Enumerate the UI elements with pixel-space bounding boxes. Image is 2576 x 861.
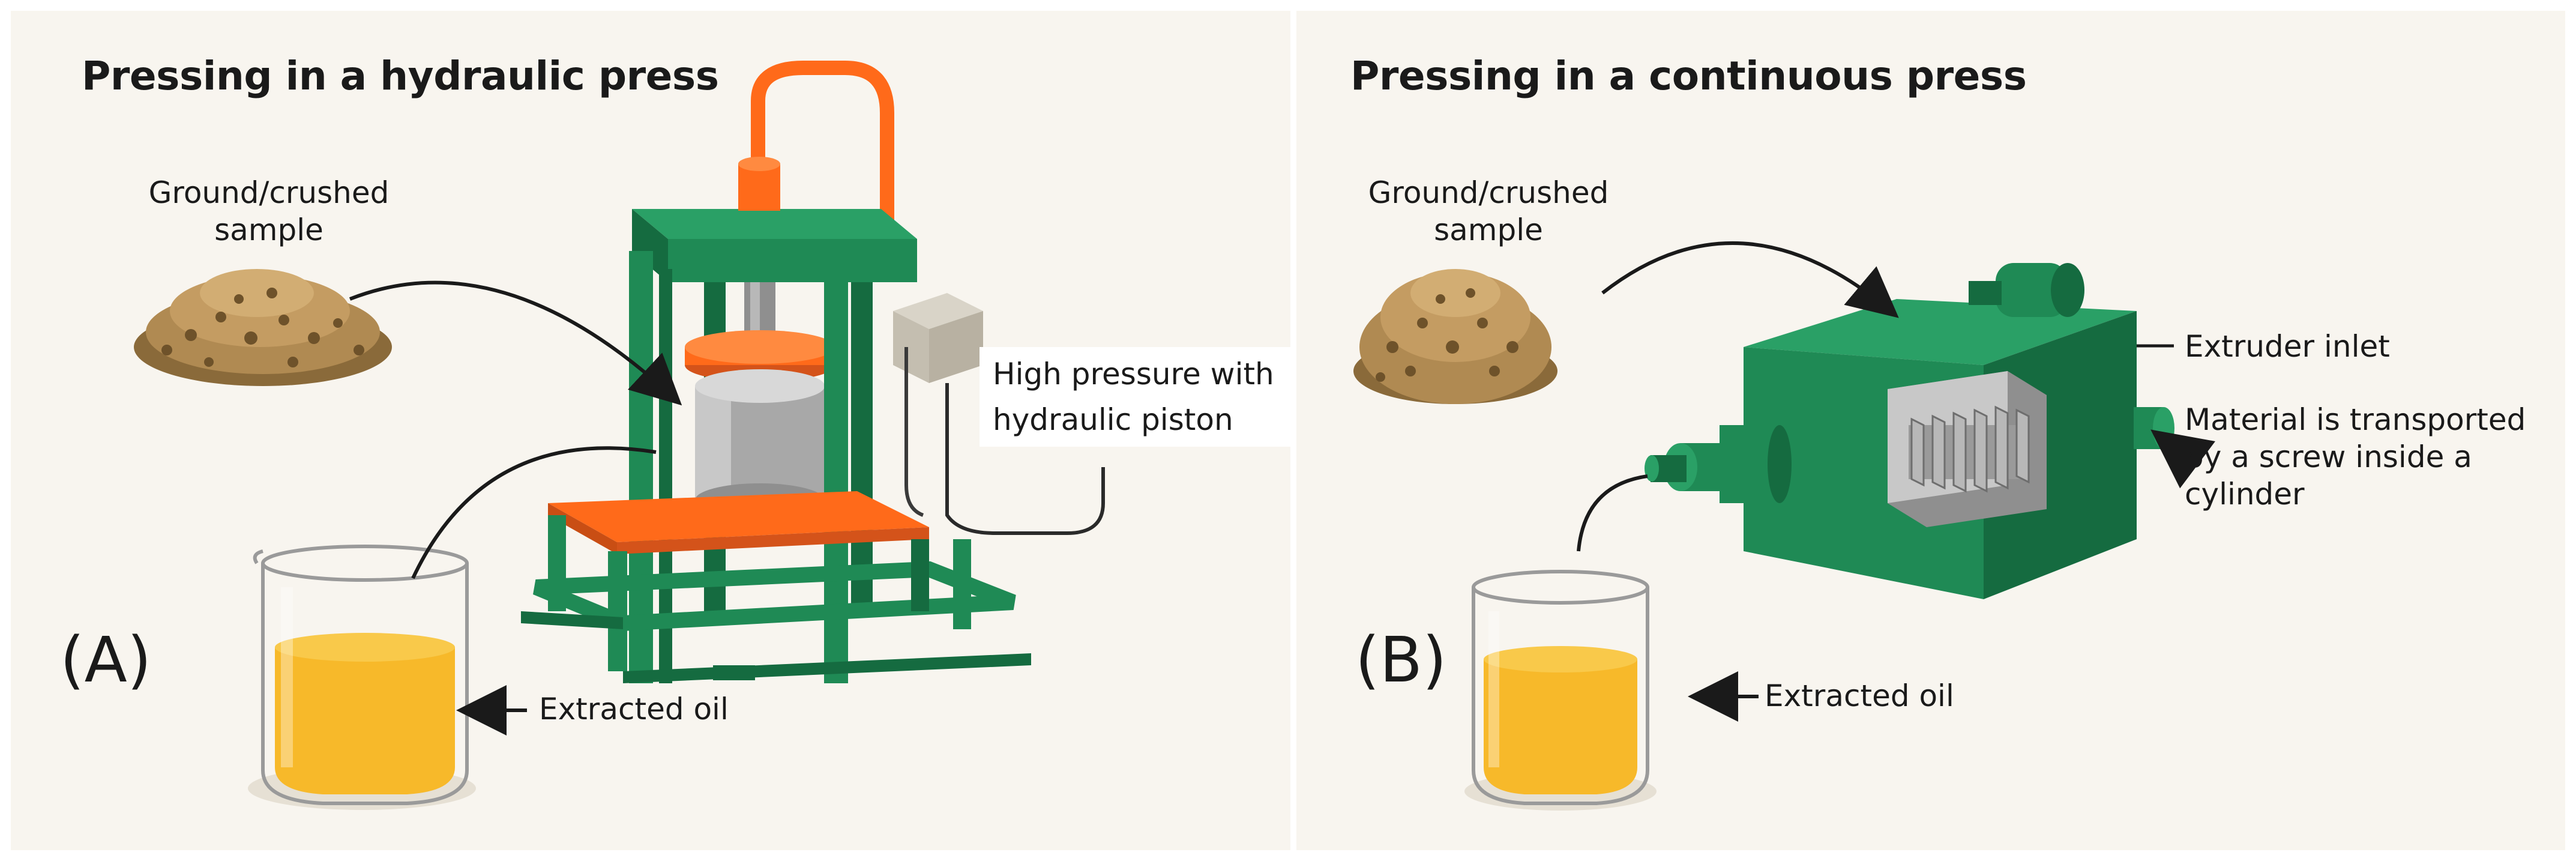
hydraulic-press-illustration <box>134 61 1105 810</box>
press-to-beaker-line <box>411 446 657 579</box>
panel-b-oil-label: Extracted oil <box>1765 678 1954 713</box>
screw-extruder-machine-icon <box>1645 263 2174 599</box>
sample-to-extruder-arrow <box>1601 241 1899 318</box>
beaker-with-oil-icon <box>1464 570 1657 811</box>
screw-pointer-arrow <box>2150 429 2215 489</box>
continuous-press-illustration <box>1353 241 2215 811</box>
pressure-callout: High pressure with hydraulic piston <box>980 347 1318 447</box>
panel-a-oil-label: Extracted oil <box>539 692 729 727</box>
sample-to-press-arrow <box>349 280 682 406</box>
panel-b-sample-label: Ground/crushed sample <box>1368 175 1609 247</box>
screw-transport-label: Material is transported by a screw insid… <box>2185 402 2526 512</box>
beaker-with-oil-icon <box>248 545 476 810</box>
extruder-inlet-label: Extruder inlet <box>2185 329 2390 364</box>
panel-b-title: Pressing in a continuous press <box>1350 53 2027 99</box>
panel-a-letter: (A) <box>60 623 152 696</box>
hydraulic-hose <box>751 61 894 234</box>
panel-b-letter: (B) <box>1355 623 1447 696</box>
ground-sample-pile-icon <box>134 269 392 386</box>
panel-a-sample-label: Ground/crushed sample <box>148 175 390 247</box>
nozzle-to-beaker-line <box>1577 474 1648 552</box>
ground-sample-pile-icon <box>1353 269 1557 404</box>
panel-hydraulic-press: Pressing in a hydraulic press Ground/cru… <box>11 11 1318 850</box>
hydraulic-press-machine-icon <box>521 157 1031 683</box>
panel-continuous-press: Pressing in a continuous press Ground/cr… <box>1296 11 2565 850</box>
panel-a-title: Pressing in a hydraulic press <box>82 53 719 99</box>
